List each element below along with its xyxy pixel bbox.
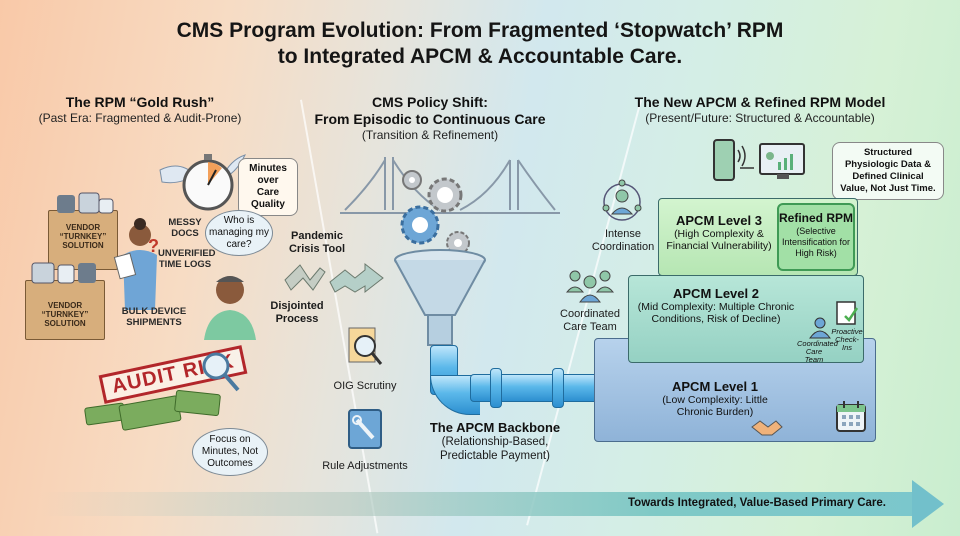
disjointed-process-label: Disjointed Process	[270, 300, 324, 325]
bridge-gears-funnel-illustration	[340, 157, 560, 346]
coordinated-care-team-label: Coordinated Care Team	[560, 308, 620, 333]
devices-icon	[31, 262, 96, 284]
magnifying-glass-icon	[202, 352, 240, 392]
messy-docs-label: MESSY DOCS	[168, 217, 202, 239]
minutes-over-quality-bubble: Minutes over Care Quality	[238, 158, 298, 216]
funnel-icon	[394, 249, 486, 346]
patient-icon	[204, 276, 256, 340]
left-section-header: The RPM “Gold Rush” (Past Era: Fragmente…	[20, 94, 260, 126]
apcm-level-1-title: APCM Level 1	[672, 379, 758, 394]
title-line-2: to Integrated APCM & Accountable Care.	[277, 45, 683, 68]
refined-rpm-subtitle: (Selective Intensification for High Risk…	[781, 226, 851, 258]
unverified-time-logs-label: UNVERIFIED TIME LOGS	[158, 248, 216, 270]
apcm-level-3-block: APCM Level 3 (High Complexity & Financia…	[658, 198, 858, 276]
refined-rpm-title: Refined RPM	[779, 211, 854, 225]
oig-scrutiny-label: OIG Scrutiny	[333, 380, 397, 392]
pipe-joint	[552, 368, 564, 408]
right-subheading: (Present/Future: Structured & Accountabl…	[645, 111, 875, 125]
gears-icon	[400, 170, 470, 255]
apcm-level-3-text: APCM Level 3 (High Complexity & Financia…	[663, 213, 775, 252]
apcm-level-2-subtitle: (Mid Complexity: Multiple Chronic Condit…	[637, 301, 795, 325]
apcm-level-2-block: APCM Level 2 (Mid Complexity: Multiple C…	[628, 275, 864, 364]
nurse-icon	[113, 218, 157, 310]
middle-heading-line1: CMS Policy Shift:	[372, 94, 488, 110]
zigzag-arrow-icon	[284, 262, 384, 294]
vendor-box-top-label: VENDOR “TURNKEY” SOLUTION	[59, 223, 107, 250]
focus-minutes-thought-cloud: Focus on Minutes, Not Outcomes	[192, 428, 268, 476]
money-stack-icon	[118, 394, 182, 432]
pipe-joint	[490, 368, 502, 408]
middle-heading-line2: From Episodic to Continuous Care	[314, 111, 546, 127]
left-heading: The RPM “Gold Rush”	[65, 94, 215, 110]
right-heading: The New APCM & Refined RPM Model	[634, 94, 886, 110]
left-subheading: (Past Era: Fragmented & Audit-Prone)	[38, 111, 242, 125]
apcm-level-2-title: APCM Level 2	[673, 286, 759, 301]
rulebook-wrench-icon	[348, 409, 382, 449]
intense-coordination-icon	[602, 179, 642, 221]
rule-adjustments-label: Rule Adjustments	[322, 460, 408, 472]
middle-subheading: (Transition & Refinement)	[361, 128, 499, 142]
coordinated-care-team-caption: Coordinated Care Team	[797, 339, 838, 364]
right-section-header: The New APCM & Refined RPM Model (Presen…	[610, 94, 910, 126]
progress-arrow-band	[40, 492, 920, 516]
apcm-backbone-title: The APCM Backbone	[429, 420, 561, 435]
vendor-box-top: VENDOR “TURNKEY” SOLUTION	[48, 192, 118, 270]
question-mark: ?	[148, 236, 159, 256]
progress-arrow-label: Towards Integrated, Value-Based Primary …	[628, 497, 886, 509]
middle-section-header: CMS Policy Shift: From Episodic to Conti…	[300, 94, 560, 143]
proactive-check-ins-caption: Proactive Check-Ins	[831, 327, 863, 352]
page-title: CMS Program Evolution: From Fragmented ‘…	[0, 18, 960, 70]
apcm-backbone-subtitle: (Relationship-Based, Predictable Payment…	[440, 436, 550, 462]
apcm-level-1-subtitle: (Low Complexity: Little Chronic Burden)	[662, 394, 768, 418]
apcm-backbone: The APCM Backbone (Relationship-Based, P…	[420, 420, 570, 463]
apcm-level-1-text: APCM Level 1 (Low Complexity: Little Chr…	[645, 379, 785, 418]
vendor-box-bottom-label: VENDOR “TURNKEY” SOLUTION	[41, 301, 89, 328]
money-stack-icon	[173, 389, 222, 417]
calendar-icon	[836, 401, 866, 432]
bulk-device-shipments-label: BULK DEVICE SHIPMENTS	[121, 306, 187, 328]
phone-to-monitor-icon	[713, 139, 805, 181]
care-team-icon	[809, 317, 831, 339]
oig-document-magnifier-icon	[348, 327, 383, 365]
patient-thought-cloud: Who is managing my care?	[205, 210, 273, 256]
coordinated-care-team-icon	[565, 270, 615, 303]
checklist-icon	[836, 301, 859, 325]
devices-icon	[57, 192, 114, 214]
pandemic-crisis-tool-label: Pandemic Crisis Tool	[288, 230, 346, 255]
vendor-box-bottom: VENDOR “TURNKEY” SOLUTION	[25, 262, 105, 340]
intense-coordination-label: Intense Coordination	[591, 228, 655, 253]
apcm-level-3-subtitle: (High Complexity & Financial Vulnerabili…	[666, 228, 772, 252]
title-line-1: CMS Program Evolution: From Fragmented ‘…	[176, 19, 784, 42]
winged-stopwatch-icon	[159, 154, 246, 211]
refined-rpm-box: Refined RPM (Selective Intensification f…	[777, 203, 855, 271]
apcm-level-2-text: APCM Level 2 (Mid Complexity: Multiple C…	[637, 286, 795, 325]
progress-arrow-head-icon	[912, 480, 944, 528]
apcm-level-3-title: APCM Level 3	[676, 213, 762, 228]
structured-data-bubble: Structured Physiologic Data & Defined Cl…	[832, 142, 944, 200]
handshake-icon	[751, 420, 783, 436]
